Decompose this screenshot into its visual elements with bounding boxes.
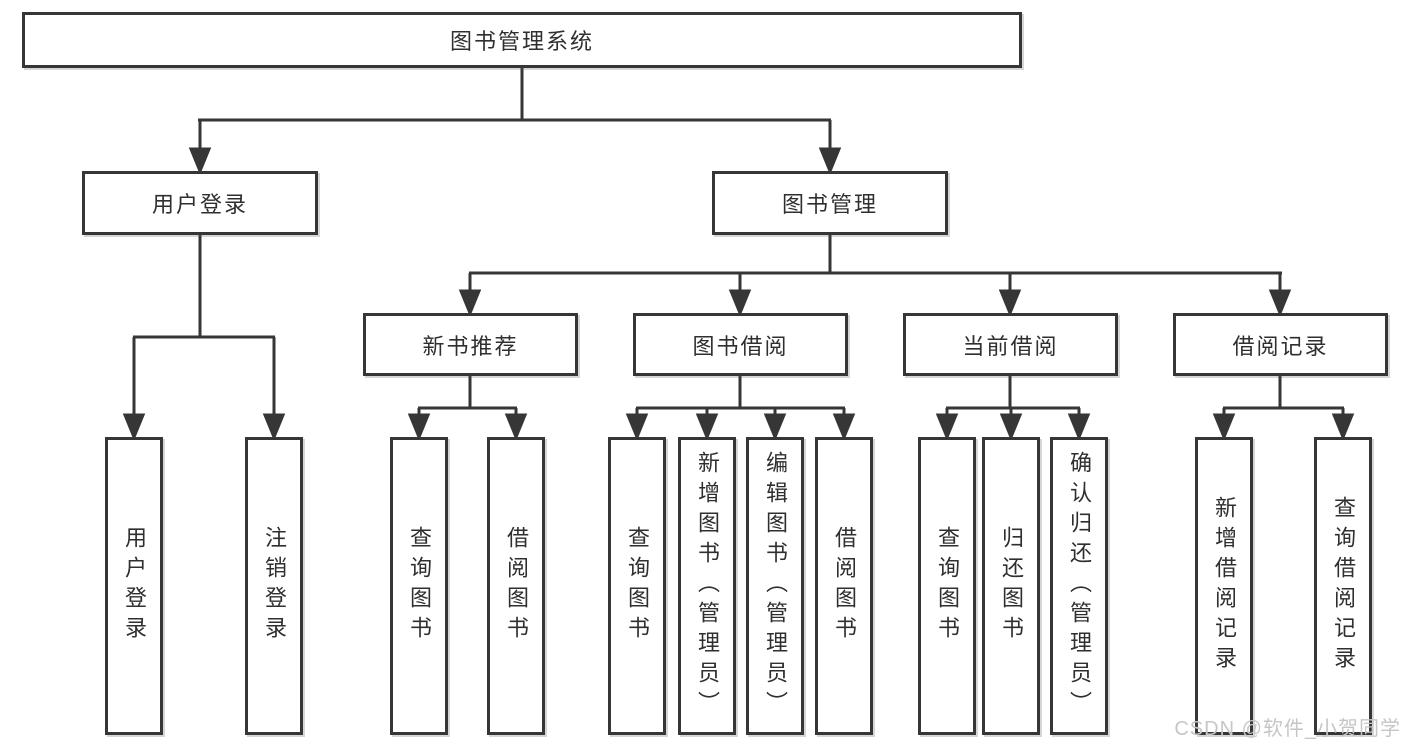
node-label: 当前借阅 [962,333,1059,359]
leaf-borrow-books: 借阅图书 [815,437,873,735]
leaf-query-borrow-record: 查询借阅记录 [1314,437,1372,735]
node-label: 借阅记录 [1232,333,1329,359]
node-label: 归还图书 [999,526,1024,646]
node-book-management: 图书管理 [712,171,948,235]
leaf-edit-book-admin: 编辑图书（管理员） [746,437,804,735]
node-label: 借阅图书 [832,526,857,646]
node-label: 查询借阅记录 [1331,496,1356,676]
node-label: 确认归还（管理员） [1067,451,1092,721]
node-library-management-system: 图书管理系统 [22,12,1022,68]
node-borrow-records: 借阅记录 [1173,313,1388,376]
leaf-logout: 注销登录 [245,437,303,735]
node-label: 借阅图书 [504,526,529,646]
node-new-book-recommend: 新书推荐 [363,313,578,376]
node-label: 新增借阅记录 [1212,496,1237,676]
leaf-query-books-recommend: 查询图书 [390,437,448,735]
leaf-user-login: 用户登录 [105,437,163,735]
node-label: 图书管理 [781,192,878,217]
node-label: 用户登录 [151,192,248,217]
leaf-query-books-current: 查询图书 [918,437,976,735]
leaf-borrow-books-recommend: 借阅图书 [487,437,545,735]
node-label: 图书借阅 [692,333,789,359]
leaf-add-borrow-record: 新增借阅记录 [1195,437,1253,735]
node-label: 用户登录 [122,526,147,646]
node-label: 新增图书（管理员） [695,451,720,721]
node-label: 图书管理系统 [449,29,594,54]
leaf-query-books-borrow: 查询图书 [608,437,666,735]
node-label: 查询图书 [625,526,650,646]
node-label: 编辑图书（管理员） [763,451,788,721]
leaf-confirm-return-admin: 确认归还（管理员） [1050,437,1108,735]
node-current-borrow: 当前借阅 [903,313,1118,376]
leaf-return-book: 归还图书 [982,437,1040,735]
csdn-watermark: CSDN @软件_小贺同学 [1174,718,1401,740]
node-label: 查询图书 [407,526,432,646]
leaf-add-book-admin: 新增图书（管理员） [678,437,736,735]
node-label: 注销登录 [262,526,287,646]
node-label: 查询图书 [935,526,960,646]
node-book-borrow: 图书借阅 [633,313,848,376]
node-label: 新书推荐 [422,333,519,359]
node-user-login: 用户登录 [82,171,318,235]
